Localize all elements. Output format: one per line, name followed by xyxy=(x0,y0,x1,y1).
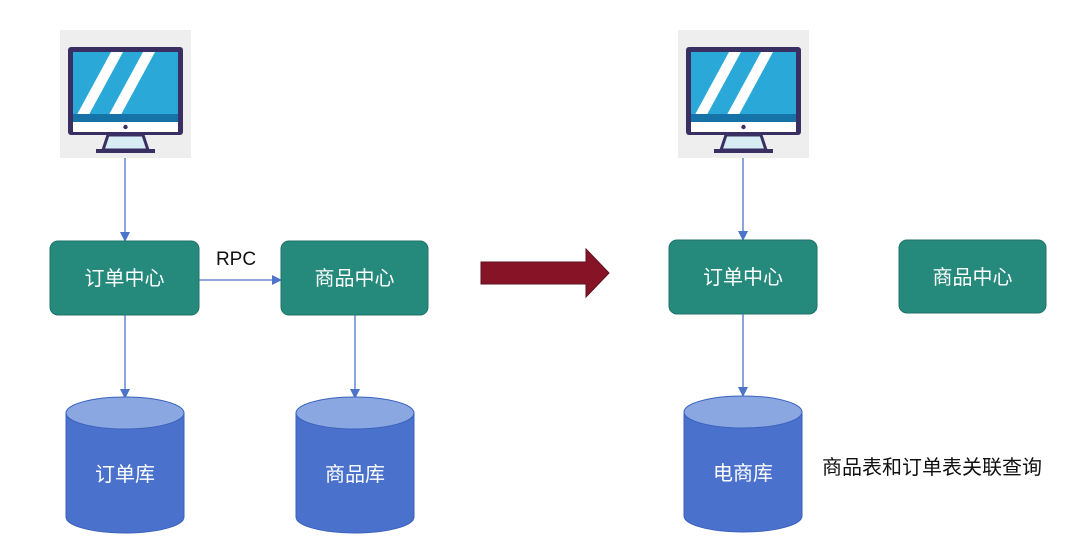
client-monitor-icon-right xyxy=(678,30,809,158)
product-service-node-left: 商品中心 xyxy=(280,240,429,316)
product-service-label-left: 商品中心 xyxy=(315,266,395,290)
left-architecture: 订单中心 RPC 商品中心 订单库 商品库 xyxy=(49,30,429,534)
order-database-cylinder: 订单库 xyxy=(65,396,185,534)
merged-database-label: 电商库 xyxy=(713,461,773,485)
join-query-note: 商品表和订单表关联查询 xyxy=(822,455,1042,479)
product-service-label-right: 商品中心 xyxy=(933,265,1013,289)
product-service-node-right: 商品中心 xyxy=(898,239,1047,314)
order-service-node-left: 订单中心 xyxy=(49,240,200,316)
merged-database-cylinder: 电商库 xyxy=(683,395,803,533)
transition-arrow-icon xyxy=(480,247,610,299)
order-service-node-right: 订单中心 xyxy=(668,239,818,315)
product-database-cylinder: 商品库 xyxy=(295,396,415,534)
right-architecture: 订单中心 商品中心 电商库 商品表和订单表关联查询 xyxy=(668,30,1047,533)
product-database-label: 商品库 xyxy=(325,462,385,486)
client-monitor-icon-left xyxy=(60,30,191,158)
order-service-label-left: 订单中心 xyxy=(85,266,165,290)
order-service-label-right: 订单中心 xyxy=(703,265,783,289)
order-database-label: 订单库 xyxy=(95,462,155,486)
rpc-label: RPC xyxy=(216,249,256,270)
